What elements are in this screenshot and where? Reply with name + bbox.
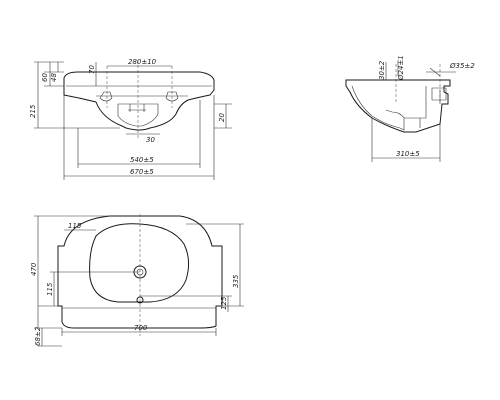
- dim-inner-depth: 335: [232, 274, 240, 288]
- dim-depth: 470: [30, 262, 38, 276]
- dim-rim-lower: 48: [50, 73, 58, 82]
- dim-rim-upper: 60: [41, 73, 49, 82]
- top-view-bowl: [89, 223, 190, 303]
- dim-drain-to-front: 115: [46, 282, 54, 296]
- dim-drain-side: 125: [220, 296, 228, 310]
- front-view-outline: [63, 71, 215, 131]
- front-view-rim: [66, 85, 212, 97]
- dim-corner-offset: 115: [68, 222, 82, 230]
- dim-drain-offset: 30: [146, 136, 155, 144]
- dim-width: 700: [134, 324, 148, 332]
- dim-hole-spacing: 280±10: [128, 58, 157, 66]
- front-view-bowl: [117, 103, 159, 127]
- dim-front-ledge: 68±2: [34, 326, 42, 346]
- front-view: 215 60 48 70 280±10 20 30 540±5 670±5: [29, 58, 232, 180]
- tap-hole-left: [99, 91, 113, 102]
- front-view-drain: [128, 104, 146, 112]
- dim-width-mid: 540±5: [130, 156, 154, 164]
- side-view-bowl: [351, 85, 405, 131]
- dim-rim-inner: 70: [88, 65, 96, 74]
- dim-diameter-small: Ø24±1: [397, 55, 405, 81]
- side-view-outline: [345, 79, 451, 133]
- dim-leader: [429, 67, 441, 77]
- dim-side-height: 30±2: [378, 60, 386, 80]
- top-view: 115 470 115 68±2 335 125 700: [30, 214, 244, 347]
- side-view-drain: [404, 86, 441, 128]
- dim-side-depth: 310±5: [396, 150, 420, 158]
- dim-height-total: 215: [29, 104, 37, 118]
- dim-drain-depth: 20: [218, 113, 226, 122]
- dim-width-top: 670±5: [130, 168, 154, 176]
- dim-diameter-large: Ø35±2: [449, 62, 475, 70]
- top-view-outline: [57, 215, 223, 329]
- side-view: 30±2 Ø24±1 Ø35±2 310±5: [345, 55, 475, 162]
- side-view-overflow: [431, 87, 447, 101]
